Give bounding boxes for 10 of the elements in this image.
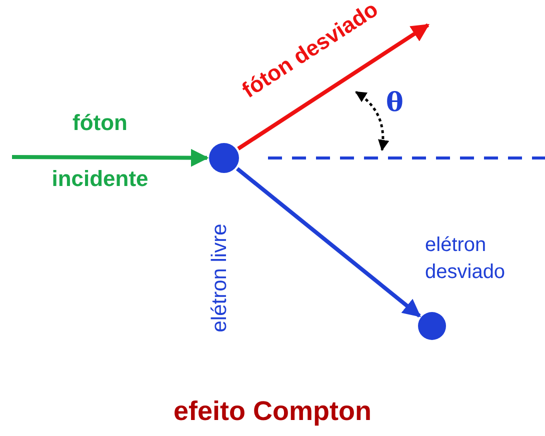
edge-label: fóton incidente — [50, 112, 150, 190]
arrow — [236, 167, 421, 318]
particle-dot — [209, 143, 239, 173]
title: efeito Compton — [172, 396, 372, 427]
particle-dot — [418, 312, 446, 340]
particle-label: elétron livre — [208, 222, 232, 334]
arrow — [237, 23, 430, 150]
angle-symbol: θ — [386, 88, 404, 118]
arrow — [12, 148, 209, 167]
particle-label: elétron desviado — [425, 233, 506, 285]
